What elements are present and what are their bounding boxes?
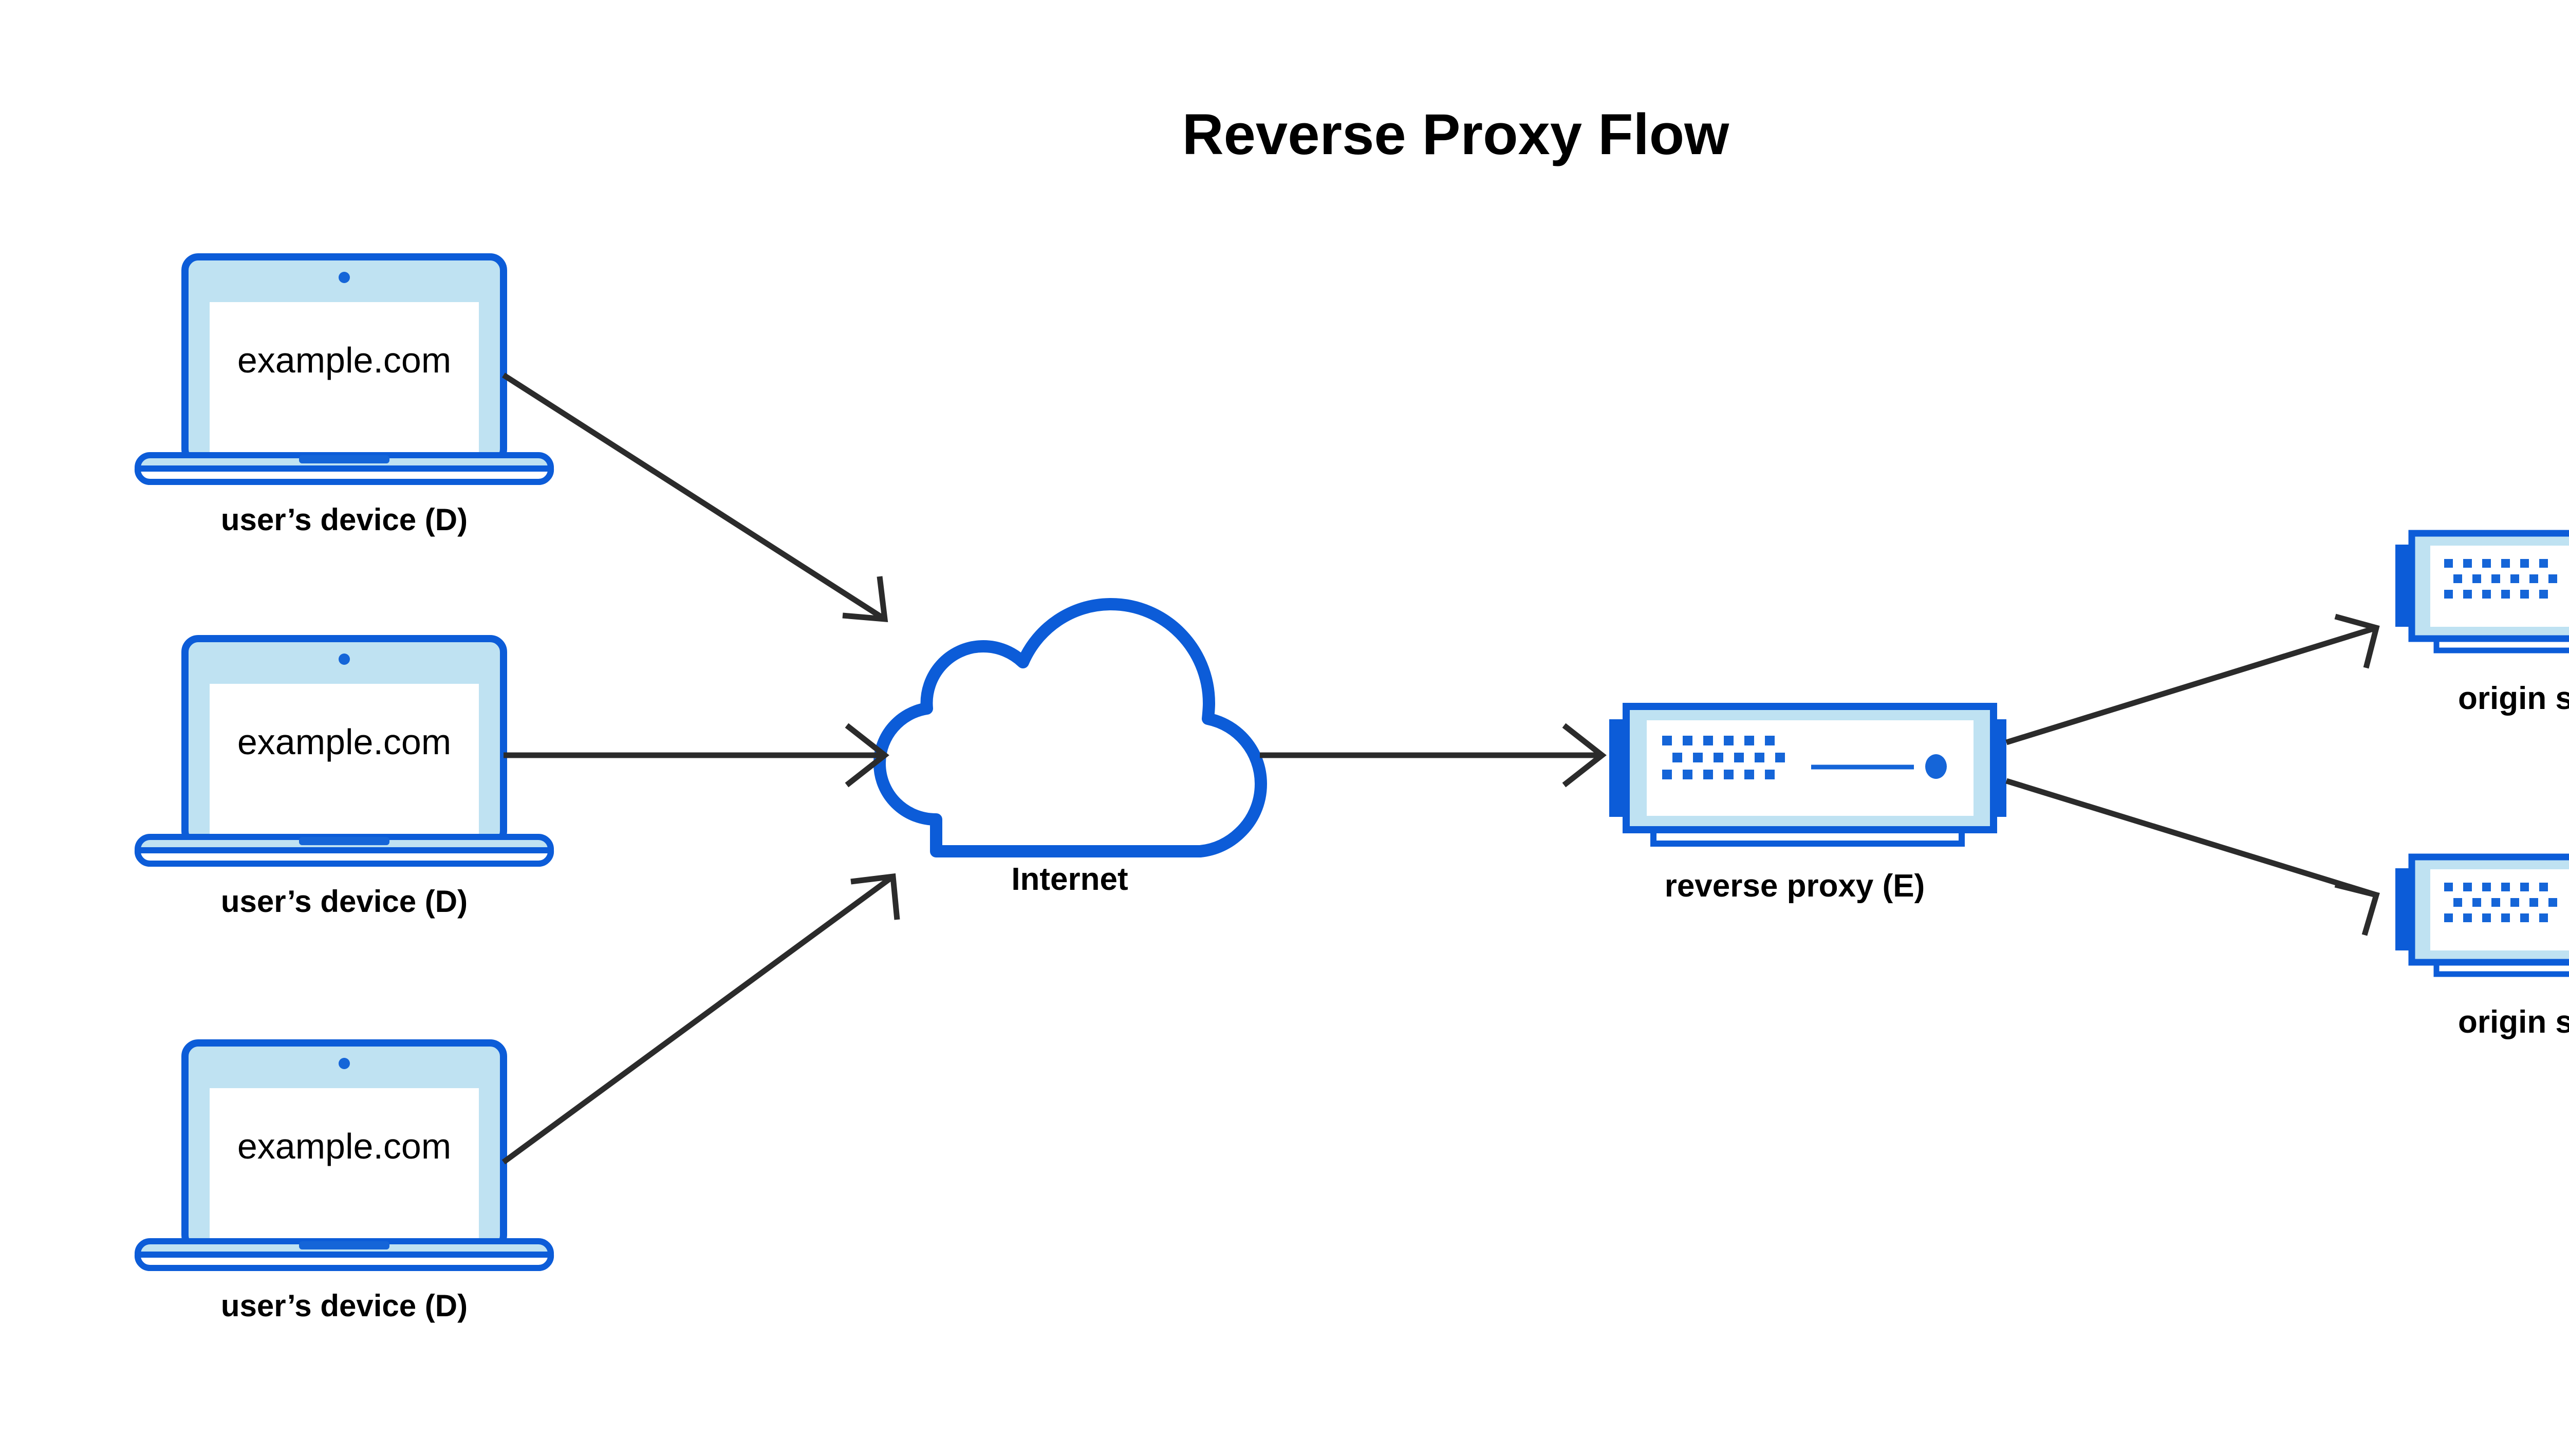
reverse-proxy-label: reverse proxy (E) <box>1665 868 1925 904</box>
origin-2-label: origin server (F) <box>2458 1004 2569 1040</box>
laptop-icon[interactable]: example.com <box>134 1039 554 1272</box>
laptop-trackpad-notch <box>299 837 389 845</box>
webcam-icon <box>339 654 350 665</box>
laptop-screen-text: example.com <box>237 340 451 380</box>
edge-internet-proxy <box>1260 723 1607 788</box>
edge-proxy-origin2 <box>2005 778 2380 936</box>
server-panel <box>2430 546 2569 627</box>
server-dot-grid <box>1662 736 1785 779</box>
server-icon[interactable] <box>1609 703 2006 847</box>
origin-1-label: origin server (F) <box>2458 681 2569 716</box>
laptop-trackpad-notch <box>299 1241 389 1249</box>
laptop-icon[interactable]: example.com <box>134 253 554 486</box>
server-dot-grid <box>2444 559 2557 599</box>
client-2-label: user’s device (D) <box>221 884 468 919</box>
edge-client1-internet <box>502 372 888 623</box>
server-icon[interactable] <box>2395 853 2569 977</box>
laptop-base-front <box>134 847 554 867</box>
edge-proxy-origin1 <box>2005 613 2380 745</box>
client-3-label: user’s device (D) <box>221 1289 468 1323</box>
laptop-screen <box>210 1088 479 1242</box>
page-title: Reverse Proxy Flow <box>1182 102 1729 166</box>
laptop-icon[interactable]: example.com <box>134 635 554 867</box>
laptop-trackpad-notch <box>299 455 389 463</box>
laptop-screen <box>210 302 479 456</box>
cloud-shape <box>873 598 1267 857</box>
edge-client2-internet <box>504 723 889 788</box>
server-status-dot <box>1925 754 1947 779</box>
laptop-screen-text: example.com <box>237 722 451 762</box>
webcam-icon <box>339 272 350 283</box>
server-dot-grid <box>2444 883 2557 922</box>
laptop-screen-text: example.com <box>237 1126 451 1166</box>
server-icon[interactable] <box>2395 530 2569 654</box>
server-panel <box>2430 869 2569 950</box>
laptop-base-front <box>134 465 554 486</box>
internet-label: Internet <box>1011 862 1128 897</box>
client-1-label: user’s device (D) <box>221 502 468 537</box>
laptop-base-front <box>134 1252 554 1272</box>
edge-client3-internet <box>501 873 900 1165</box>
server-panel <box>1647 720 1974 816</box>
webcam-icon <box>339 1058 350 1069</box>
cloud-icon[interactable] <box>873 598 1267 857</box>
laptop-screen <box>210 684 479 838</box>
